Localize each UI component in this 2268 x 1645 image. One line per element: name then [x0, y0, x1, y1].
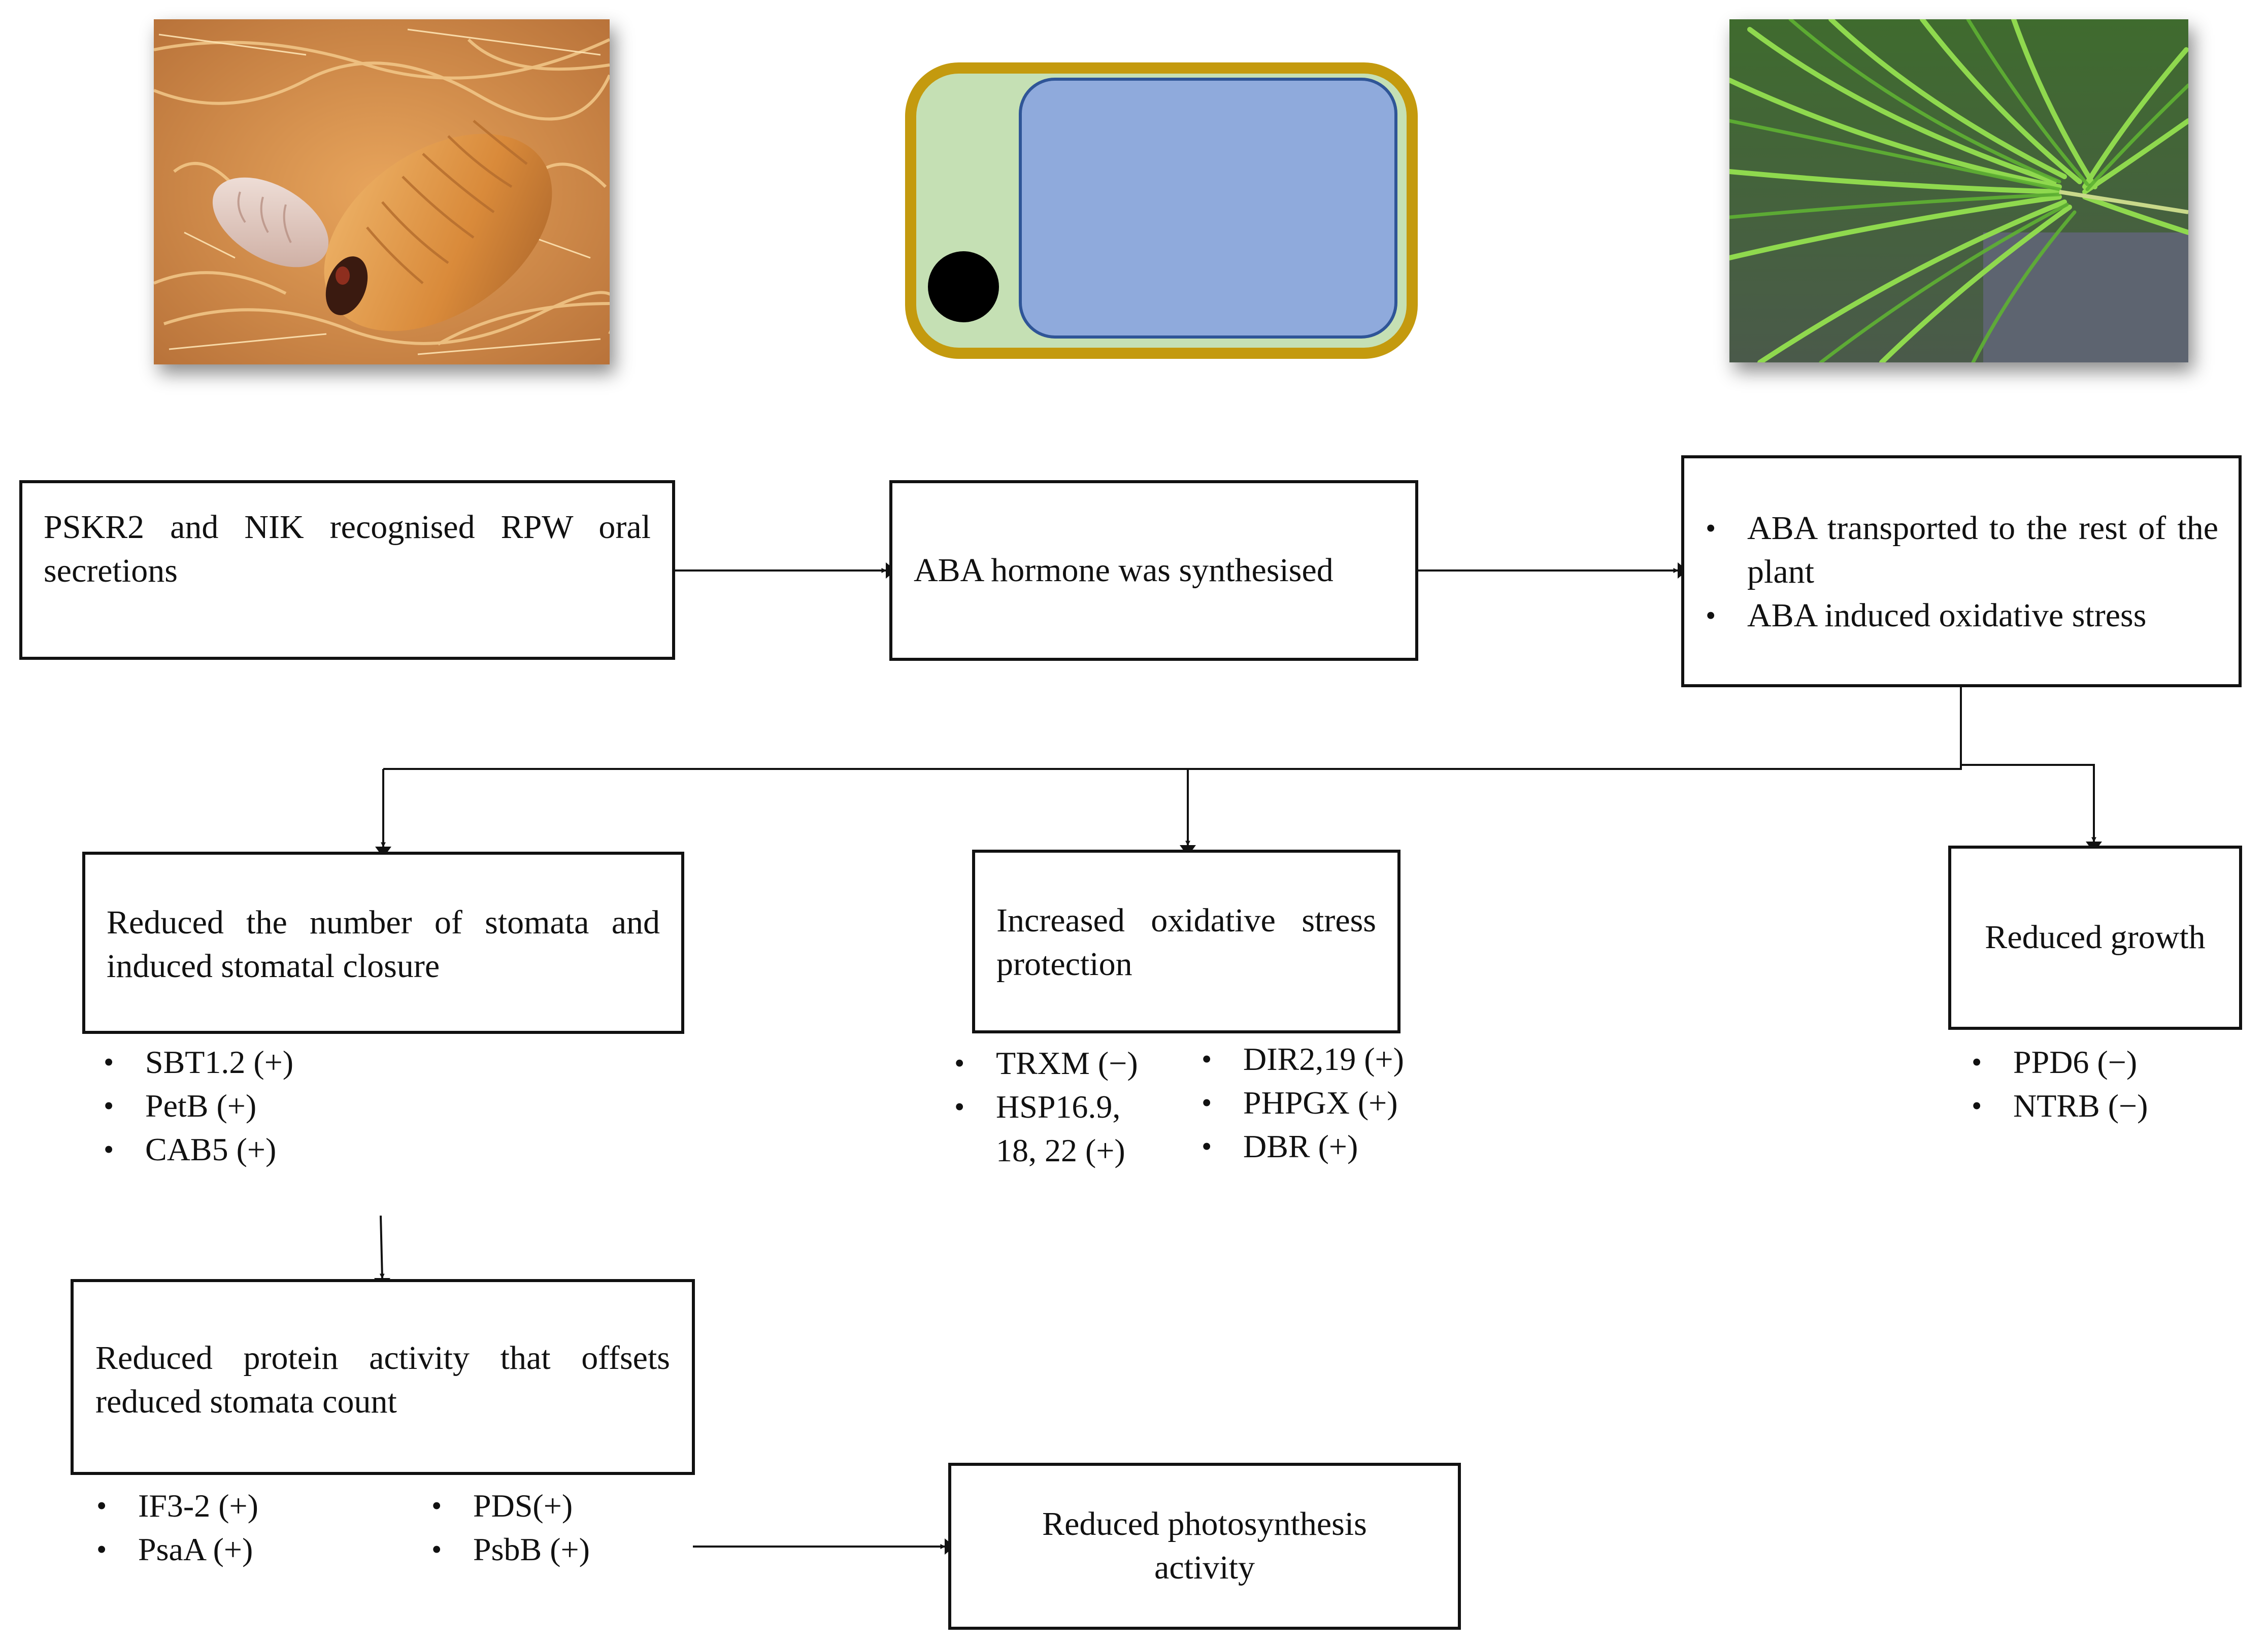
node-growth: [1948, 846, 2242, 1030]
stomata-gene-list: SBT1.2 (+) PetB (+) CAB5 (+): [104, 1040, 293, 1171]
node-protein: [71, 1279, 695, 1475]
edge-transport-branch: [383, 687, 1962, 770]
gene-item: NTRB (−): [1972, 1084, 2148, 1128]
oxidative-gene-list-left: TRXM (−) HSP16.9, 18, 22 (+): [954, 1042, 1178, 1172]
gene-item: PHPGX (+): [1202, 1081, 1404, 1125]
gene-item: DBR (+): [1202, 1125, 1404, 1168]
node-growth-label: Reduced growth: [1985, 919, 2206, 956]
gene-item: CAB5 (+): [104, 1128, 293, 1171]
gene-item: PetB (+): [104, 1084, 293, 1128]
gene-item: PsbB (+): [431, 1528, 590, 1571]
gene-item: HSP16.9, 18, 22 (+): [954, 1085, 1143, 1172]
node-recognition-label: PSKR2 and NIK recognised RPW oral secret…: [44, 509, 651, 589]
node-photosynthesis: [948, 1463, 1461, 1630]
edge-to-growth: [1961, 764, 2096, 843]
gene-item: PDS(+): [431, 1484, 590, 1528]
cell-diagram: [904, 61, 1419, 360]
palm-illustration: [1729, 19, 2188, 362]
gene-item: TRXM (−): [954, 1042, 1178, 1085]
node-oxidative: [972, 850, 1400, 1033]
node-synthesis: [889, 480, 1418, 661]
node-protein-label: Reduced protein activity that offsets re…: [95, 1339, 670, 1420]
protein-gene-list-left: IF3-2 (+) PsaA (+): [96, 1484, 258, 1571]
node-oxidative-label: Increased oxidative stress protection: [996, 902, 1376, 983]
larvae-illustration: [154, 19, 610, 364]
gene-item: SBT1.2 (+): [104, 1040, 293, 1084]
node-synthesis-label: ABA hormone was synthesised: [914, 552, 1333, 589]
oxidative-gene-list-right: DIR2,19 (+) PHPGX (+) DBR (+): [1202, 1037, 1404, 1168]
node-transport-bullets: ABA transported to the rest of the plant…: [1706, 507, 2218, 637]
palm-leaves-photo: [1729, 19, 2188, 362]
vacuole: [1019, 78, 1397, 339]
gene-item: DIR2,19 (+): [1202, 1037, 1404, 1081]
rpw-larvae-photo: [154, 19, 610, 364]
protein-gene-list-right: PDS(+) PsbB (+): [431, 1484, 590, 1571]
nucleus: [928, 251, 999, 322]
gene-item: IF3-2 (+): [96, 1484, 258, 1528]
transport-bullet-2: ABA induced oxidative stress: [1706, 594, 2218, 637]
node-stomata-label: Reduced the number of stomata and induce…: [107, 904, 660, 985]
growth-gene-list: PPD6 (−) NTRB (−): [1972, 1040, 2148, 1128]
node-stomata: [82, 852, 684, 1034]
transport-bullet-1: ABA transported to the rest of the plant: [1706, 507, 2218, 594]
gene-item: PPD6 (−): [1972, 1040, 2148, 1084]
gene-item: PsaA (+): [96, 1528, 258, 1571]
node-photosynthesis-label: Reduced photosynthesis activity: [1042, 1505, 1367, 1586]
edge-stomata-to-protein: [379, 1215, 385, 1279]
node-recognition: [19, 480, 675, 660]
